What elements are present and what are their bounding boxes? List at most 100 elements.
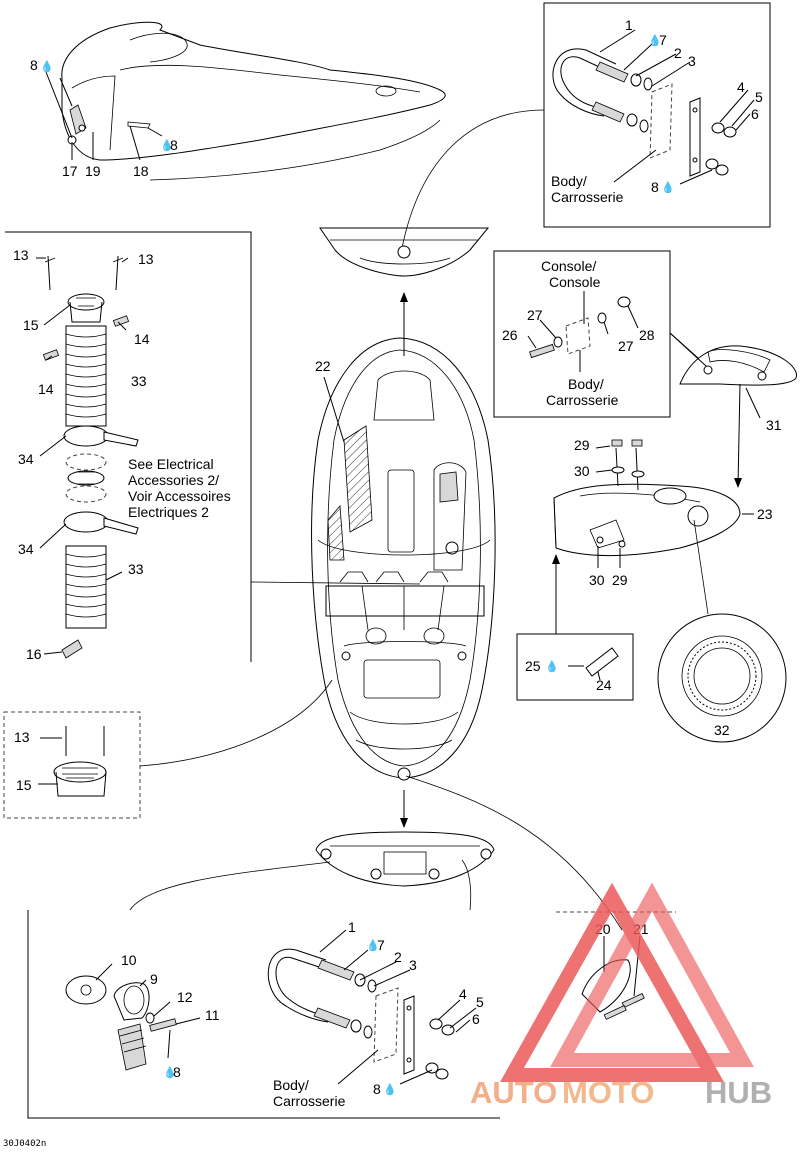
console-fastener-parts — [527, 291, 639, 372]
callout-25: 25 — [525, 658, 541, 674]
front-u-bolt-parts — [552, 29, 755, 185]
sealant-drop-icon: 💧 — [160, 139, 174, 152]
vent-tube-box — [516, 633, 634, 701]
sealant-drop-icon: 💧 — [661, 181, 675, 194]
bow-eye-detail — [319, 227, 490, 277]
stern-light-parts — [581, 935, 645, 1020]
hull-top-view — [311, 337, 496, 781]
callout-12: 12 — [177, 989, 193, 1005]
callout-13-left-b: 13 — [138, 251, 154, 267]
callout-5-top: 5 — [755, 89, 763, 105]
callout-4-bottom: 4 — [459, 986, 467, 1002]
arrow-up-icon — [400, 292, 408, 302]
drawing-code: 30J0402n — [3, 1139, 46, 1149]
carrosserie-label-bottom: Carrosserie — [273, 1093, 346, 1109]
callout-11: 11 — [205, 1007, 220, 1023]
callout-19: 19 — [85, 163, 101, 179]
callout-27-a: 27 — [527, 307, 543, 323]
callout-27-b: 27 — [618, 338, 634, 354]
callout-34-left-a: 34 — [18, 451, 34, 467]
callout-29-b: 29 — [612, 572, 628, 588]
callout-3-top: 3 — [688, 53, 696, 69]
callout-13-left-a: 13 — [13, 247, 29, 263]
callout-6-bottom: 6 — [472, 1011, 480, 1027]
gasket-detail-circle — [657, 613, 787, 743]
callout-14-left-b: 14 — [38, 381, 54, 397]
callout-22: 22 — [315, 358, 331, 374]
sealant-drop-icon: 💧 — [366, 939, 380, 952]
vent-parts — [38, 726, 107, 797]
arrow-up-icon — [552, 554, 560, 564]
electrical-note-4: Electriques 2 — [128, 504, 209, 520]
console-label-1: Console/ — [541, 258, 596, 274]
callout-1-bottom: 1 — [348, 919, 356, 935]
vent-tube-part — [568, 647, 619, 681]
stern-detail — [315, 831, 495, 887]
callout-8-bottom: 8 — [373, 1081, 381, 1097]
callout-34-left-b: 34 — [18, 541, 34, 557]
callout-2-top: 2 — [674, 45, 682, 61]
callout-3-bottom: 3 — [409, 957, 417, 973]
callout-29-a: 29 — [574, 437, 590, 453]
callout-13-vent: 13 — [14, 729, 30, 745]
callout-30-b: 30 — [589, 572, 605, 588]
callout-7-top: 7 — [659, 32, 667, 48]
body-label-top: Body/ — [551, 173, 587, 189]
callout-8-top-right: 8 — [651, 179, 659, 195]
sealant-drop-icon: 💧 — [40, 60, 54, 73]
watermark-text-moto: MOTO — [562, 1075, 654, 1110]
gasket-ring-part — [681, 635, 763, 717]
rear-parts-box — [27, 910, 500, 1119]
bow-assembly — [45, 21, 446, 181]
callout-8-bow-bottom: 8 — [170, 137, 178, 153]
left-parts-box — [5, 231, 252, 662]
arrow-down-icon — [734, 478, 742, 488]
vent-detail-box — [3, 711, 141, 819]
callout-2-bottom: 2 — [394, 949, 402, 965]
sealant-drop-icon: 💧 — [648, 34, 662, 47]
callout-6-top: 6 — [751, 106, 759, 122]
sealant-drop-icon: 💧 — [163, 1066, 177, 1079]
callout-30-a: 30 — [574, 463, 590, 479]
callout-33-left-a: 33 — [131, 373, 147, 389]
body-label-bottom: Body/ — [273, 1077, 309, 1093]
carrosserie-label-mid: Carrosserie — [546, 392, 619, 408]
callout-33-left-b: 33 — [128, 561, 144, 577]
callout-14-left-a: 14 — [134, 331, 150, 347]
console-box — [493, 250, 671, 418]
callout-4-top: 4 — [737, 79, 745, 95]
watermark-text-hub: HUB — [705, 1075, 772, 1110]
callout-10: 10 — [121, 952, 137, 968]
hose-vent-parts — [36, 255, 139, 659]
electrical-note-3: Voir Accessoires — [128, 488, 231, 504]
callout-26: 26 — [502, 327, 518, 343]
console-label-2: Console — [549, 274, 601, 290]
carrosserie-label-top: Carrosserie — [551, 189, 624, 205]
callout-28: 28 — [639, 327, 655, 343]
body-label-mid: Body/ — [568, 376, 604, 392]
callout-31: 31 — [766, 417, 782, 433]
sealant-drop-icon: 💧 — [383, 1083, 397, 1096]
arrow-down-icon — [400, 818, 408, 828]
callout-17: 17 — [62, 163, 78, 179]
callout-18: 18 — [133, 163, 149, 179]
electrical-note-1: See Electrical — [128, 456, 214, 472]
callout-7-bottom: 7 — [377, 937, 385, 953]
callout-9: 9 — [150, 971, 158, 987]
console-body-part — [553, 439, 754, 568]
callout-5-bottom: 5 — [476, 994, 484, 1010]
rear-u-bolt-parts — [267, 929, 477, 1085]
drain-plug-parts — [65, 963, 201, 1071]
callout-16: 16 — [26, 646, 42, 662]
electrical-note-2: Accessories 2/ — [128, 472, 219, 488]
callout-24: 24 — [596, 677, 612, 693]
callout-15-vent: 15 — [16, 777, 32, 793]
callout-23: 23 — [757, 506, 773, 522]
watermark-text-auto: AUTO — [470, 1075, 557, 1110]
callout-1-top: 1 — [625, 17, 633, 33]
automotohub-logo — [500, 882, 754, 1082]
callout-8-bow-top: 8 — [30, 57, 38, 73]
sealant-drop-icon: 💧 — [545, 660, 559, 673]
